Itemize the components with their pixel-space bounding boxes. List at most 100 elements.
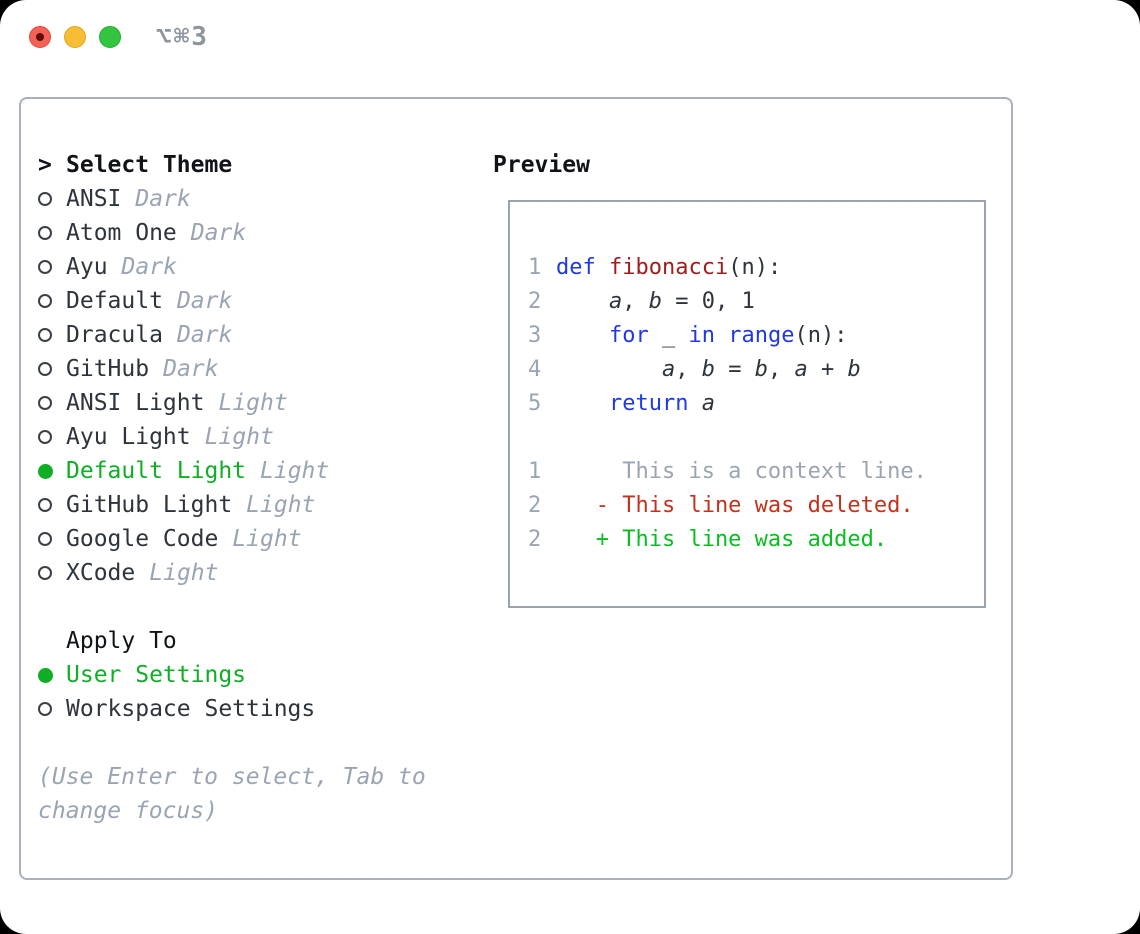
code-segment: a — [701, 390, 715, 416]
line-number: 2 — [528, 526, 542, 552]
radio-icon — [38, 328, 52, 342]
line-number: 3 — [528, 322, 542, 348]
code-segment: , — [622, 288, 649, 314]
prompt-indicator: > — [38, 152, 52, 178]
radio-icon — [38, 532, 52, 546]
line-number: 4 — [528, 356, 542, 382]
theme-name: Ayu — [66, 254, 108, 280]
code-line: 1 This is a context line. — [528, 454, 984, 488]
code-segment: a — [661, 356, 676, 382]
apply-option[interactable]: User Settings — [38, 658, 478, 692]
code-segment: _ — [648, 322, 689, 348]
theme-item[interactable]: GitHub Light Light — [38, 488, 478, 522]
code-segment: (n): — [794, 322, 848, 348]
radio-marker — [38, 498, 66, 512]
code-segment: a — [794, 356, 808, 382]
theme-name: GitHub Light — [66, 492, 233, 518]
code-line: 4 a, b = b, a + b — [528, 352, 984, 386]
code-segment: (n): — [728, 254, 782, 280]
code-segment: , — [675, 356, 702, 382]
line-number: 1 — [528, 254, 542, 280]
theme-variant: Dark — [190, 220, 247, 246]
theme-item[interactable]: Dracula Dark — [38, 318, 478, 352]
code-segment: + This line was added. — [556, 526, 888, 552]
code-line: 3 for _ in range(n): — [528, 318, 984, 352]
apply-option[interactable]: Workspace Settings — [38, 692, 478, 726]
theme-variant: Light — [204, 424, 274, 450]
radio-icon — [38, 294, 52, 308]
window-title: ⌥⌘3 — [156, 22, 209, 52]
line-number: 2 — [528, 288, 542, 314]
apply-to-header: Apply To — [38, 624, 478, 658]
code-segment: b — [847, 356, 861, 382]
theme-item[interactable]: Default Light Light — [38, 454, 478, 488]
radio-icon — [38, 566, 52, 580]
theme-variant: Light — [149, 560, 219, 586]
apply-to-heading: Apply To — [66, 628, 177, 654]
preview-heading: Preview — [493, 152, 590, 178]
code-line: 2 a, b = 0, 1 — [528, 284, 984, 318]
code-segment — [596, 255, 609, 280]
theme-variant: Dark — [121, 254, 177, 280]
code-segment: This is a context line. — [556, 458, 927, 484]
theme-variant: Light — [232, 526, 302, 552]
theme-list-header: > Select Theme — [38, 148, 478, 182]
code-segment — [556, 391, 609, 416]
code-segment: for — [608, 322, 649, 348]
code-segment: = — [714, 356, 755, 382]
titlebar: ⌥⌘3 — [0, 0, 1140, 74]
theme-variant: Dark — [163, 356, 219, 382]
line-number: 2 — [528, 492, 542, 518]
code-segment — [556, 289, 609, 314]
spacer — [38, 590, 478, 624]
zoom-button[interactable] — [99, 26, 121, 48]
theme-name: Default Light — [66, 458, 247, 484]
radio-icon — [38, 430, 52, 444]
theme-variant: Dark — [176, 322, 233, 348]
code-line: 2 + This line was added. — [528, 522, 984, 556]
code-segment: b — [648, 288, 662, 314]
code-segment — [556, 323, 609, 348]
radio-icon — [38, 192, 52, 206]
apply-option-label: Workspace Settings — [66, 696, 316, 722]
theme-variant: Dark — [135, 186, 191, 212]
close-button[interactable] — [29, 26, 51, 48]
code-segment: fibonacci — [609, 254, 729, 280]
code-segment: , — [767, 356, 795, 382]
theme-name: Default — [66, 288, 163, 314]
theme-name: Atom One — [66, 220, 177, 246]
theme-variant: Light — [260, 458, 330, 484]
radio-icon — [38, 260, 52, 274]
radio-marker — [38, 328, 66, 342]
theme-name: ANSI Light — [66, 390, 205, 416]
radio-selected-icon — [38, 463, 53, 479]
code-segment: a — [608, 288, 623, 314]
theme-name: Dracula — [66, 322, 163, 348]
minimize-button[interactable] — [64, 26, 86, 48]
theme-variant: Light — [246, 492, 316, 518]
unsaved-dot-icon — [36, 33, 44, 41]
radio-marker — [38, 226, 66, 240]
code-segment: b — [754, 356, 768, 382]
line-number: 1 — [528, 458, 542, 484]
radio-marker — [38, 260, 66, 274]
theme-item[interactable]: Atom One Dark — [38, 216, 478, 250]
radio-marker — [38, 702, 66, 716]
code-segment — [715, 323, 728, 348]
radio-marker — [38, 566, 66, 580]
theme-item[interactable]: Ayu Dark — [38, 250, 478, 284]
radio-marker — [38, 396, 66, 410]
